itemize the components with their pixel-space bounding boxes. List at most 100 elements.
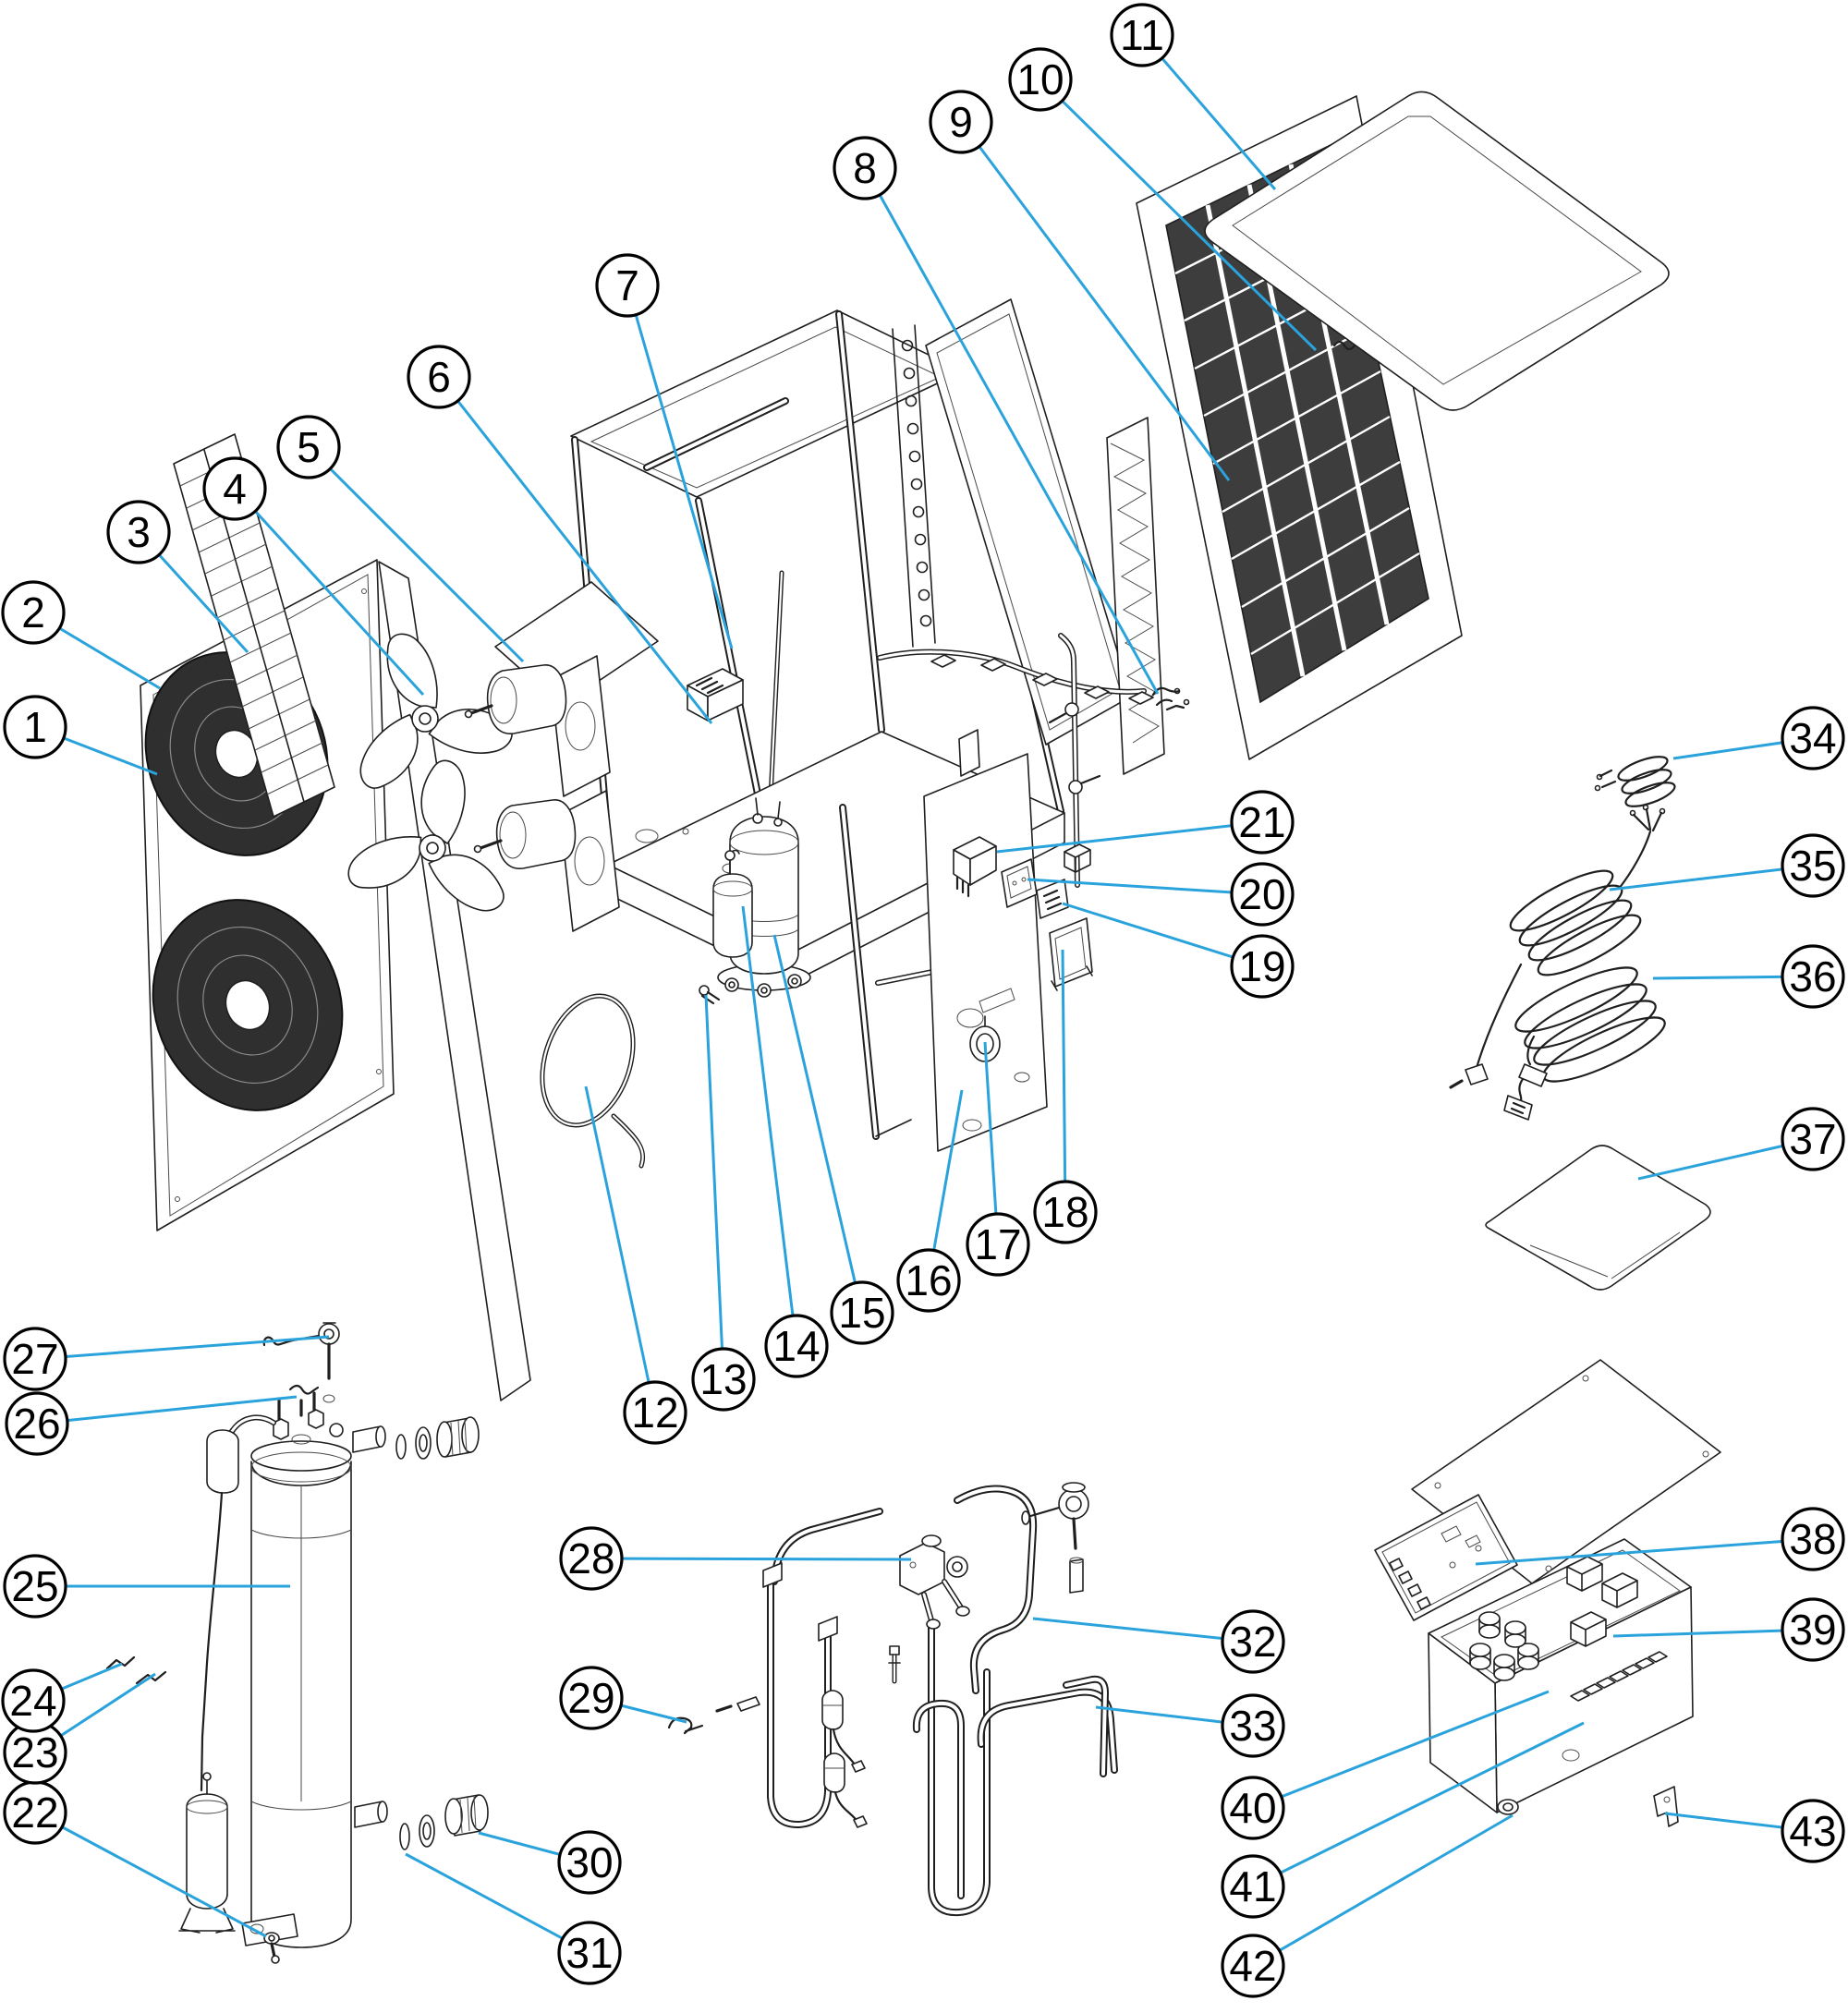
callout-circle-3 <box>106 500 171 564</box>
filter-drier <box>200 1414 276 1792</box>
callout-number-26: 26 <box>13 1400 60 1448</box>
contactor <box>953 836 997 898</box>
callout-circle-27 <box>3 1327 67 1391</box>
callout-circle-1 <box>3 695 67 759</box>
callout-circle-42 <box>1221 1934 1285 1998</box>
callout-number-41: 41 <box>1229 1862 1276 1910</box>
leader-26 <box>36 1395 298 1425</box>
temperature-sensor-1 <box>821 1690 866 1773</box>
callout-circle-32 <box>1221 1609 1285 1674</box>
callout-number-5: 5 <box>297 423 321 471</box>
callout-number-13: 13 <box>699 1355 747 1403</box>
expansion-valve <box>899 1534 970 1630</box>
leader-17 <box>983 1041 1000 1245</box>
callout-circle-29 <box>559 1666 624 1730</box>
callout-number-17: 17 <box>974 1220 1021 1268</box>
temperature-sensor-2 <box>823 1752 868 1828</box>
callout-number-36: 36 <box>1789 952 1836 1000</box>
leader-10 <box>1039 78 1318 352</box>
leader-42 <box>1252 1813 1514 1968</box>
callout-circle-5 <box>276 415 341 479</box>
leader-9 <box>959 121 1231 481</box>
cable-grommet <box>1497 1799 1519 1815</box>
callout-circle-28 <box>559 1526 624 1591</box>
callout-number-23: 23 <box>11 1728 58 1777</box>
leader-35 <box>1609 864 1814 891</box>
power-cable <box>1503 966 1666 1121</box>
callout-number-39: 39 <box>1789 1606 1836 1654</box>
callout-number-14: 14 <box>772 1322 820 1370</box>
front-panel <box>140 559 531 1401</box>
leader-16 <box>927 1089 964 1281</box>
callout-circle-25 <box>3 1554 67 1619</box>
capacitors <box>1469 1611 1539 1681</box>
callout-circle-20 <box>1230 862 1295 927</box>
callout-circle-16 <box>896 1248 961 1313</box>
leader-22 <box>34 1811 267 1938</box>
leader-19 <box>1062 902 1263 968</box>
callout-circle-8 <box>833 136 897 200</box>
leader-11 <box>1140 34 1277 190</box>
callout-number-2: 2 <box>21 588 45 637</box>
flow-switch <box>262 1322 340 1380</box>
callout-circle-40 <box>1221 1776 1285 1840</box>
leader-7 <box>626 285 734 649</box>
callout-number-34: 34 <box>1789 714 1836 762</box>
leader-41 <box>1252 1721 1585 1888</box>
callout-circle-17 <box>966 1212 1030 1277</box>
drain-spout <box>699 985 721 1005</box>
callout-number-4: 4 <box>223 465 247 513</box>
callout-circle-21 <box>1230 790 1295 855</box>
air-duct-panel <box>925 298 1132 746</box>
callout-circle-39 <box>1781 1597 1845 1662</box>
leader-15 <box>772 934 864 1314</box>
callout-circle-7 <box>595 253 660 318</box>
callout-number-20: 20 <box>1238 870 1285 918</box>
callout-number-19: 19 <box>1238 942 1285 990</box>
leader-32 <box>1032 1617 1254 1643</box>
sensor-cable-long <box>1449 804 1666 1089</box>
callout-circle-11 <box>1110 3 1174 67</box>
leader-28 <box>590 1557 912 1561</box>
callout-number-6: 6 <box>427 353 451 401</box>
fan-motor-lower <box>473 790 620 932</box>
callout-number-43: 43 <box>1789 1807 1836 1855</box>
callout-circle-15 <box>830 1280 894 1345</box>
callout-circle-18 <box>1033 1180 1098 1244</box>
callout-circle-30 <box>557 1830 622 1895</box>
top-cover <box>1204 91 1670 411</box>
heat-pump-exploded-artwork <box>105 91 1721 1964</box>
callout-number-1: 1 <box>23 703 47 751</box>
callout-circle-19 <box>1230 934 1295 999</box>
callout-number-24: 24 <box>9 1677 56 1725</box>
leader-21 <box>996 820 1263 854</box>
callout-number-16: 16 <box>905 1256 952 1304</box>
access-door <box>1049 917 1093 991</box>
callout-number-28: 28 <box>567 1534 614 1583</box>
union-top <box>352 1416 480 1460</box>
mounting-bracket <box>1653 1786 1679 1827</box>
callout-number-21: 21 <box>1238 798 1285 846</box>
winter-cover-pad <box>1485 1145 1711 1291</box>
callout-number-22: 22 <box>11 1789 58 1837</box>
suction-accumulator <box>712 849 753 958</box>
leader-18 <box>1061 949 1067 1213</box>
callout-circle-36 <box>1781 944 1845 1009</box>
retainer-clip-26 <box>288 1384 335 1417</box>
control-pcb <box>1374 1494 1518 1621</box>
receiver-cylinder <box>178 1772 236 1934</box>
leader-5 <box>307 445 525 663</box>
leader-13 <box>704 994 725 1380</box>
refrigerant-distributor-wires <box>1151 686 1190 711</box>
callout-number-35: 35 <box>1789 842 1836 890</box>
callout-circle-4 <box>202 456 267 521</box>
callout-number-12: 12 <box>631 1388 678 1437</box>
callout-circle-31 <box>557 1921 622 1985</box>
callout-number-31: 31 <box>565 1929 613 1977</box>
callout-number-42: 42 <box>1229 1942 1276 1990</box>
sensor-clip-29 <box>667 1696 760 1735</box>
relays <box>1566 1556 1638 1647</box>
callout-number-8: 8 <box>853 144 877 192</box>
callout-circle-2 <box>1 580 66 645</box>
callout-number-9: 9 <box>949 98 973 146</box>
